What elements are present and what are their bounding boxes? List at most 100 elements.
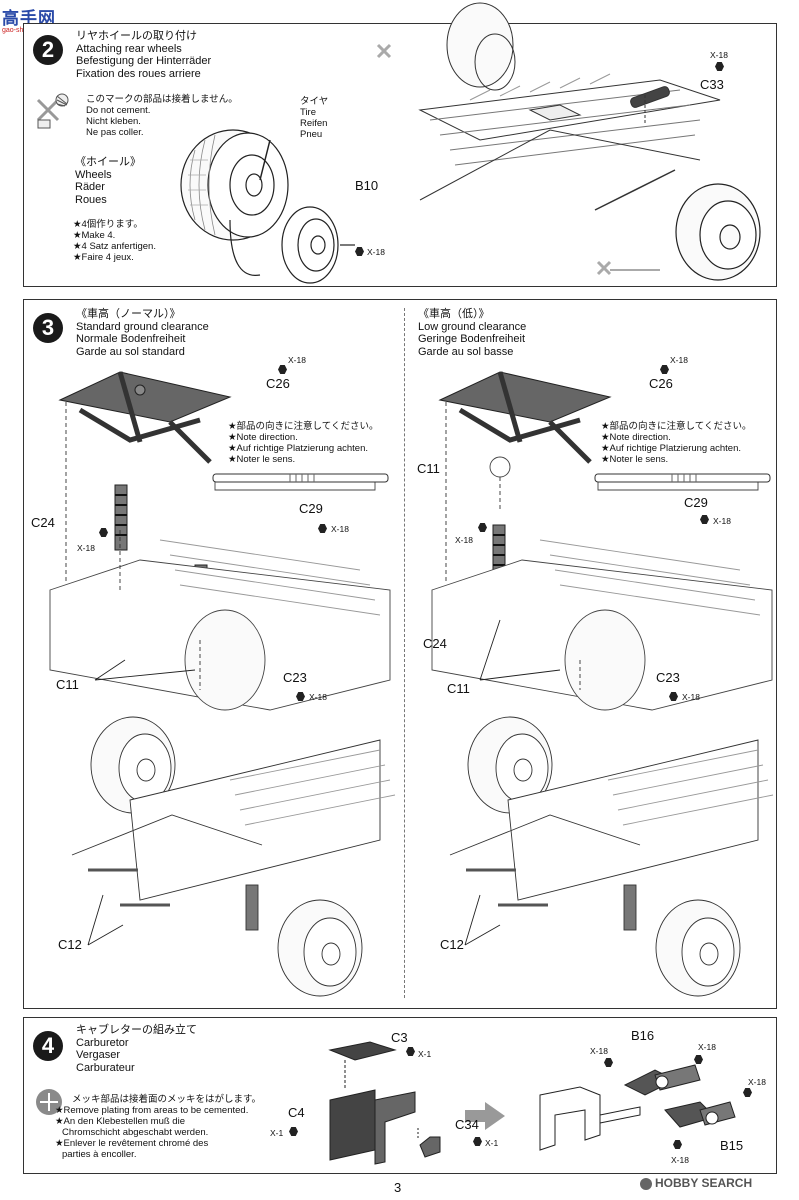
direction-note-right: ★部品の向きに注意してください。 ★Note direction. ★Auf r… xyxy=(601,421,751,465)
rear-chassis-drawing xyxy=(418,2,721,211)
x18-label: X-18 xyxy=(748,1077,766,1087)
x18-label: X-18 xyxy=(309,692,327,702)
step-2-panel xyxy=(23,23,777,287)
step-3-right-fr: Garde au sol basse xyxy=(418,345,514,358)
direction-note-fr: ★Noter le sens. xyxy=(601,454,669,465)
x18-label: X-18 xyxy=(682,692,700,702)
x1-label: X-1 xyxy=(418,1049,432,1059)
part-c12-label: C12 xyxy=(58,937,82,952)
make-de: ★4 Satz anfertigen. xyxy=(73,241,156,252)
wheels-fr: Roues xyxy=(75,193,107,206)
step-3-divider xyxy=(404,308,405,998)
screw-icon xyxy=(743,1088,752,1097)
wheels-de: Räder xyxy=(75,181,105,193)
part-c23-label: C23 xyxy=(283,670,307,685)
x1-label: X-1 xyxy=(270,1128,284,1138)
no-cement-jp: このマークの部品は接着しません。 xyxy=(86,94,238,105)
part-c12-label: C12 xyxy=(440,937,464,952)
plating-jp: メッキ部品は接着面のメッキをはがします。 xyxy=(72,1094,262,1105)
step-3-right-jp: 《車高（低）》 xyxy=(418,308,490,320)
direction-note-de: ★Auf richtige Platzierung achten. xyxy=(601,443,742,454)
screw-icon xyxy=(318,524,327,533)
part-c34-label: C34 xyxy=(455,1117,479,1132)
x1-label: X-1 xyxy=(485,1138,499,1148)
x18-label: X-18 xyxy=(331,524,349,534)
step-4-number: 4 xyxy=(33,1031,63,1061)
no-cement-note: このマークの部品は接着しません。 Do not cement. Nicht kl… xyxy=(86,94,238,138)
no-cement-de: Nicht kleben. xyxy=(86,116,141,127)
direction-note-jp: ★部品の向きに注意してください。 xyxy=(228,421,379,432)
step-4-title: キャブレターの組み立て Carburetor Vergaser Carburat… xyxy=(76,1024,197,1074)
screw-icon xyxy=(478,523,487,532)
screw-icon xyxy=(355,247,364,256)
part-c33-label: C33 xyxy=(700,77,724,92)
make-jp: ★4個作ります。 xyxy=(73,219,143,230)
x18-label: X-18 xyxy=(367,247,385,257)
rear-assembly-right-drawing xyxy=(449,716,774,997)
rear-assembly-left-drawing xyxy=(71,716,396,997)
tire-fr: Pneu xyxy=(300,129,323,140)
screw-icon xyxy=(278,365,287,374)
plating-en: ★Remove plating from areas to be cemente… xyxy=(55,1105,249,1116)
step-2-number: 2 xyxy=(33,35,63,65)
no-cement-fr: Ne pas coller. xyxy=(86,127,144,138)
part-c29-label: C29 xyxy=(684,495,708,510)
x18-label: X-18 xyxy=(671,1155,689,1165)
part-c3-label: C3 xyxy=(391,1030,408,1045)
part-c29-label: C29 xyxy=(299,501,323,516)
rear-wheel-right-drawing xyxy=(675,183,761,281)
tire-de: Reifen xyxy=(300,118,328,129)
make-four-note: ★4個作ります。 ★Make 4. ★4 Satz anfertigen. ★F… xyxy=(73,219,156,263)
plating-de2: Chromschicht abgeschabt werden. xyxy=(62,1127,209,1138)
step-3-right-en: Low ground clearance xyxy=(418,320,527,333)
x18-label-c33: X-18 xyxy=(710,50,728,60)
carburetor-parts-drawing xyxy=(328,1041,441,1165)
step-2-title: リヤホイールの取り付け Attaching rear wheels Befest… xyxy=(76,30,211,80)
footer-brand: HOBBY SEARCH xyxy=(640,1176,752,1190)
plating-de1: ★An den Klebestellen muß die xyxy=(55,1116,185,1127)
tire-en: Tire xyxy=(300,107,317,118)
x18-label: X-18 xyxy=(670,355,688,365)
step-3-left-jp: 《車高（ノーマル）》 xyxy=(76,308,181,320)
part-c11-label: C11 xyxy=(417,461,440,476)
direction-note-en: ★Note direction. xyxy=(228,432,298,443)
x18-label: X-18 xyxy=(698,1042,716,1052)
x18-label: X-18 xyxy=(713,516,731,526)
tire-label: タイヤ Tire Reifen Pneu xyxy=(300,96,328,140)
direction-note-jp: ★部品の向きに注意してください。 xyxy=(601,421,752,432)
make-fr: ★Faire 4 jeux. xyxy=(73,252,134,263)
step-4-title-en: Carburetor xyxy=(76,1036,129,1049)
step-3-left-fr: Garde au sol standard xyxy=(76,345,185,358)
plating-note: メッキ部品は接着面のメッキをはがします。 ★Remove plating fro… xyxy=(55,1094,261,1160)
step-3-left-title: 《車高（ノーマル）》 Standard ground clearance Nor… xyxy=(76,308,209,358)
screw-icon xyxy=(296,692,305,701)
carburetor-assembly-drawing xyxy=(539,1064,736,1151)
chassis-right-drawing xyxy=(431,402,773,711)
step-2-title-en: Attaching rear wheels xyxy=(76,42,182,55)
wheels-jp: 《ホイール》 xyxy=(75,156,141,168)
wheels-en: Wheels xyxy=(75,168,112,181)
screw-icon xyxy=(673,1140,682,1149)
step-3-left-en: Standard ground clearance xyxy=(76,320,209,333)
step-2-title-de: Befestigung der Hinterräder xyxy=(76,55,212,67)
footer-brand-text: HOBBY SEARCH xyxy=(655,1176,753,1190)
screw-icon xyxy=(604,1058,613,1067)
wheels-caption: 《ホイール》 Wheels Räder Roues xyxy=(75,156,141,206)
step-2-title-jp: リヤホイールの取り付け xyxy=(76,30,197,42)
direction-note-de: ★Auf richtige Platzierung achten. xyxy=(228,443,369,454)
rim-b10-drawing xyxy=(281,206,355,284)
direction-bars xyxy=(212,473,771,483)
screw-icon xyxy=(660,365,669,374)
direction-note-en: ★Note direction. xyxy=(601,432,671,443)
chassis-left-drawing xyxy=(49,402,391,711)
x18-label: X-18 xyxy=(590,1046,608,1056)
part-c26-label: C26 xyxy=(266,376,290,391)
part-b16-label: B16 xyxy=(631,1028,655,1043)
step-2-title-fr: Fixation des roues arriere xyxy=(76,67,201,80)
step-4-title-fr: Carburateur xyxy=(76,1061,135,1074)
screw-icon xyxy=(694,1055,703,1064)
step-3-left-de: Normale Bodenfreiheit xyxy=(76,333,186,345)
